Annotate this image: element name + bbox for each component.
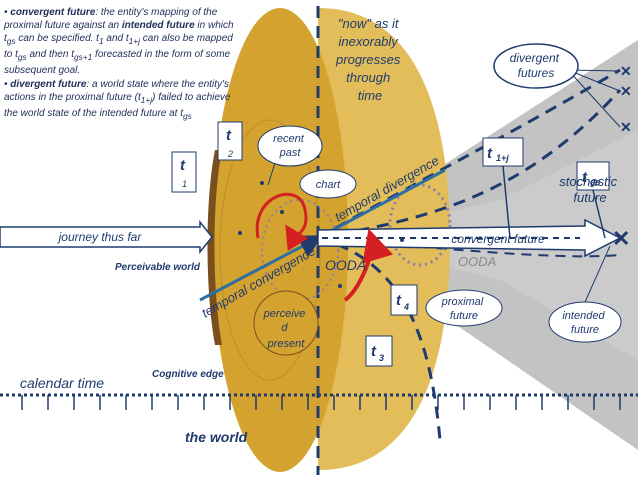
tgs-sub: gs <box>589 177 601 187</box>
journey-arrow <box>0 219 213 255</box>
divergent-term: divergent future <box>10 79 87 90</box>
bullet-2: • <box>4 79 8 90</box>
convergent-text: : the entity's mapping of the proximal f… <box>4 7 218 31</box>
divergent-x-2: ✕ <box>620 83 632 99</box>
t1j-pointer <box>502 165 511 239</box>
chart-label: chart <box>316 179 341 191</box>
intended-future-bubble <box>548 301 622 343</box>
t1-box <box>171 151 197 193</box>
divergent-text: : a world state where the entity's actio… <box>4 79 229 103</box>
ooda-dotted-circle-right <box>388 183 452 267</box>
convergent-future-label: convergent future <box>451 232 545 246</box>
t4-sub: 4 <box>403 302 409 312</box>
t1-sub: 1 <box>182 179 187 189</box>
ooda-loop-right <box>343 228 394 302</box>
definition-divergent: • divergent future: a world state where … <box>4 78 240 123</box>
perceived-present-label: perceive d present <box>263 308 309 350</box>
t2-sub: 2 <box>227 149 233 159</box>
convergent-text-5: can also be mapped to t <box>4 33 233 60</box>
convergent-term: convergent future <box>10 7 96 18</box>
ooda-dotted-circle-left <box>261 199 339 301</box>
divergent-pointer-2 <box>567 69 621 92</box>
perceived-present-bubble <box>253 290 319 356</box>
convergent-text-2: in which t <box>4 20 234 44</box>
t3-sub: 3 <box>379 353 384 363</box>
dot <box>338 284 342 288</box>
ooda-label-right: OODA <box>458 254 496 269</box>
t2-label: t <box>226 127 232 144</box>
tgs-label: t <box>582 169 588 186</box>
now-label: "now" as it inexorably progresses throug… <box>335 16 404 103</box>
definitions-block: • convergent future: the entity's mappin… <box>4 6 240 124</box>
t1-label: t <box>180 157 186 174</box>
divergent-pointer-3 <box>567 69 621 128</box>
recent-past-bubble <box>257 125 323 167</box>
t4-label: t <box>396 292 402 309</box>
recent-past-pointer <box>267 162 276 186</box>
t2-box <box>217 121 243 161</box>
divergent-x-1: ✕ <box>620 63 632 79</box>
perceivable-world-label: Perceivable world <box>115 262 201 273</box>
definition-convergent: • convergent future: the entity's mappin… <box>4 6 240 77</box>
journey-label: journey thus far <box>57 230 143 244</box>
bullet: • <box>4 7 8 18</box>
ooda-label-left: OODA <box>325 257 366 273</box>
recent-past-label: recent past <box>273 133 307 159</box>
convergent-text-4: and t <box>106 33 129 44</box>
divergent-x-3: ✕ <box>620 119 632 135</box>
sub-1j: 1+j <box>128 36 140 46</box>
ooda-loop-left <box>255 192 309 252</box>
world-disc-front <box>212 8 348 472</box>
tgs-box <box>576 161 610 191</box>
intended-future-label: intended future <box>562 310 607 336</box>
proximal-future-bubble <box>425 289 503 327</box>
calendar-time-label: calendar time <box>20 375 104 391</box>
divergence-curve-low <box>317 236 442 441</box>
convergent-text-3: can be specified. t <box>18 33 99 44</box>
tgs-endpoint-x: ✕ <box>612 226 630 251</box>
stochastic-future-label: stochastic future <box>559 174 620 205</box>
t1j-label: t <box>487 145 493 162</box>
convergent-text-6: and then t <box>29 49 74 60</box>
intended-future-term: intended future <box>121 20 195 31</box>
sub-gs-2: gs <box>17 52 27 62</box>
dot <box>238 231 242 235</box>
t3-box <box>365 335 393 367</box>
the-world-label: the world <box>185 429 248 445</box>
divergent-text-2: ) failed to achieve the world state of t… <box>4 92 231 119</box>
sub-gs: gs <box>6 36 16 46</box>
divergent-futures-label: divergent futures <box>510 51 563 80</box>
divergent-futures-bubble <box>493 43 579 89</box>
t1j-box <box>482 137 524 167</box>
sub-gs1: gs+1 <box>73 52 93 62</box>
t1j-sub: 1+j <box>496 153 509 163</box>
proximal-future-label: proximal future <box>441 296 487 322</box>
dot <box>400 238 404 242</box>
temporal-divergence-arrow <box>317 168 446 240</box>
dot <box>260 181 264 185</box>
sub-gs-3: gs <box>183 111 192 121</box>
intended-future-pointer <box>584 245 611 303</box>
calendar-ticks <box>21 395 621 410</box>
world-disc-rim <box>207 150 222 345</box>
cognitive-edge-label: Cognitive edge <box>152 369 224 380</box>
t3-label: t <box>371 343 377 360</box>
sub-1: 1 <box>98 36 104 46</box>
chart-bubble <box>299 169 357 199</box>
t4-box <box>390 284 418 316</box>
convergent-text-7: forecasted in the form of some subsequen… <box>4 49 231 76</box>
tgs-pointer <box>592 189 606 239</box>
dot <box>280 210 284 214</box>
sub-1j-2: 1+j <box>140 95 153 105</box>
